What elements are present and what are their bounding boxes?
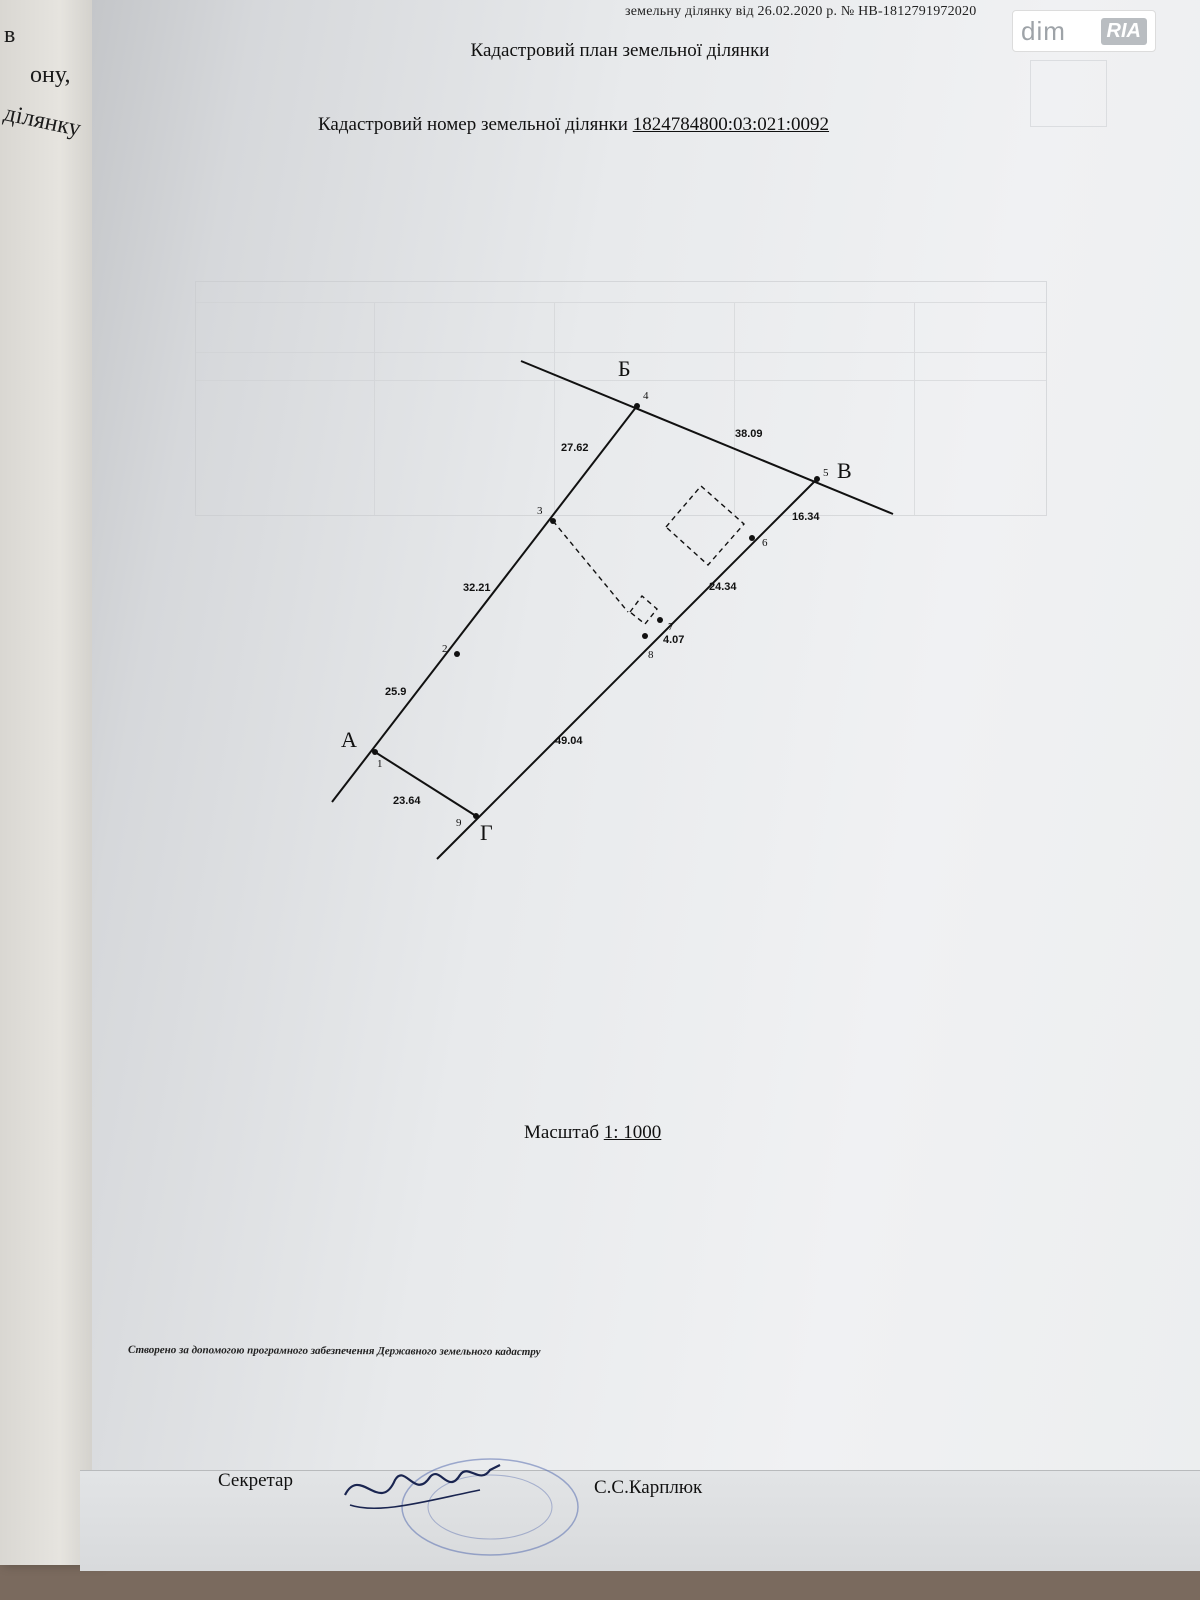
bleed-through-block — [1030, 60, 1107, 127]
point-number-3: 3 — [537, 505, 543, 517]
dimria-watermark: dim RIA — [1012, 10, 1156, 52]
building-outline — [665, 485, 745, 566]
line-a-g — [374, 751, 477, 817]
scale-label: Масштаб — [524, 1122, 600, 1143]
corner-label-b: Б — [618, 356, 631, 381]
secretary-label: Секретар — [218, 1470, 293, 1491]
segment-length-7-8: 4.07 — [663, 634, 684, 646]
point-8 — [642, 633, 648, 639]
point-1 — [372, 749, 378, 755]
small-structure-outline — [629, 594, 658, 625]
point-number-7: 7 — [668, 621, 674, 633]
point-2 — [454, 651, 460, 657]
signature-and-stamp — [344, 1458, 579, 1556]
secretary-name: С.С.Карплюк — [594, 1477, 703, 1498]
segment-length-1-2: 25.9 — [385, 686, 406, 698]
watermark-ria-text: RIA — [1100, 17, 1147, 45]
point-number-5: 5 — [823, 467, 829, 479]
scale-value: 1: 1000 — [603, 1122, 662, 1143]
page-lower-strip — [80, 1470, 1200, 1571]
cadastral-plan-page — [92, 0, 1200, 1565]
segment-length-8-9: 49.04 — [555, 735, 583, 747]
segment-length-4-5: 38.09 — [735, 428, 763, 440]
point-number-6: 6 — [762, 537, 768, 549]
point-6 — [749, 535, 755, 541]
left-page-fragment-2: ону, — [30, 62, 71, 88]
underlying-page: в ону, ділянку — [0, 0, 100, 1565]
scale-line: Масштаб 1: 1000 — [524, 1122, 661, 1144]
line-a-b — [331, 405, 638, 803]
point-number-2: 2 — [442, 643, 448, 655]
segment-length-6-7: 24.34 — [709, 581, 737, 593]
corner-label-g: Г — [480, 820, 493, 845]
left-page-fragment-1: в — [4, 22, 16, 48]
point-number-4: 4 — [643, 390, 649, 402]
point-number-1: 1 — [377, 758, 383, 770]
corner-label-a: А — [341, 727, 357, 752]
segment-length-2-3: 32.21 — [463, 582, 491, 594]
corner-label-v: В — [837, 458, 852, 483]
cadastral-number: 1824784800:03:021:0092 — [632, 114, 830, 135]
point-9 — [473, 813, 479, 819]
segment-length-9-1: 23.64 — [393, 795, 421, 807]
point-4 — [634, 403, 640, 409]
line-b-v — [520, 360, 894, 515]
created-with-note: Створено за допомогою програмного забезп… — [127, 1343, 541, 1359]
header-fragment: земельну ділянку від 26.02.2020 р. № НВ-… — [625, 4, 977, 19]
point-number-8: 8 — [648, 649, 654, 661]
point-7 — [657, 617, 663, 623]
point-3 — [550, 518, 556, 524]
point-5 — [814, 476, 820, 482]
cadastral-number-line: Кадастровий номер земельної ділянки 1824… — [318, 114, 829, 136]
line-v-g — [436, 478, 818, 860]
point-number-9: 9 — [456, 817, 462, 829]
segment-length-3-4: 27.62 — [561, 442, 589, 454]
document-title: Кадастровий план земельної ділянки — [470, 40, 770, 61]
segment-length-5-6: 16.34 — [792, 511, 820, 523]
cadastral-number-label: Кадастровий номер земельної ділянки — [318, 114, 628, 135]
dashed-line-3-7 — [552, 520, 629, 613]
watermark-dim-text: dim — [1021, 15, 1066, 46]
bleed-through-table — [195, 281, 1047, 516]
